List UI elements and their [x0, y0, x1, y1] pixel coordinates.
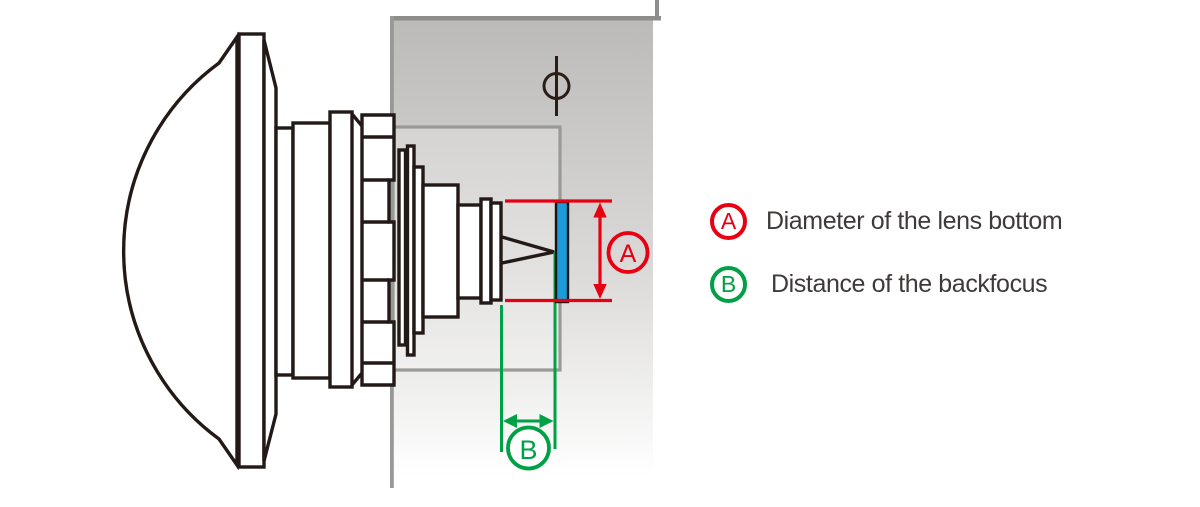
mount-disc-1 [397, 148, 408, 347]
camera-body-top-border [390, 16, 661, 21]
dim-b-arrowhead-right [539, 414, 554, 428]
knurled-ring-teeth [360, 113, 396, 387]
legend-marker-a-letter: A [720, 207, 737, 234]
lens-front-flange [237, 32, 266, 469]
rear-cap-inner [489, 201, 503, 302]
rear-barrel [421, 183, 460, 319]
legend-item-a: A Diameter of the lens bottom [710, 203, 1063, 240]
rear-barrel-small [456, 203, 483, 300]
legend-label-a: Diameter of the lens bottom [766, 207, 1063, 235]
legend-marker-b-letter: B [720, 270, 737, 297]
camera-body-top-tick [655, 0, 659, 18]
legend-marker-b-badge: B [710, 266, 747, 303]
lens-dome [122, 31, 239, 471]
dim-a-arrowhead-down [593, 284, 607, 299]
sensor-strip [554, 200, 570, 304]
lens-drawing [122, 31, 555, 471]
dim-a-arrowhead-up [593, 202, 607, 218]
legend-item-b: B Distance of the backfocus [710, 266, 1048, 303]
marker-b-letter: B [519, 435, 537, 465]
knurled-ring-body [328, 110, 354, 389]
legend-label-b: Distance of the backfocus [771, 270, 1048, 298]
legend-marker-a-badge: A [710, 203, 747, 240]
marker-a-letter: A [620, 240, 637, 268]
dimension-a [505, 199, 612, 303]
lens-barrel-section-1 [274, 126, 295, 377]
lens-barrel-section-2 [291, 121, 332, 380]
marker-b: B [506, 425, 551, 471]
lens-flange-bevel [262, 39, 278, 462]
phi-icon [542, 56, 571, 116]
marker-a: A [606, 231, 650, 274]
dim-b-arrowhead-left [503, 414, 517, 428]
